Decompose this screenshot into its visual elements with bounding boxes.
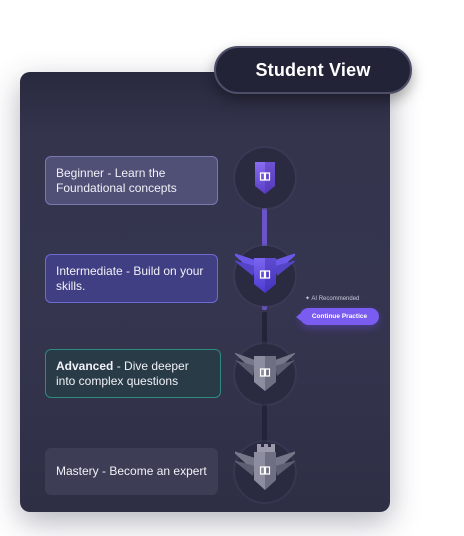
level-card-mastery[interactable]: Mastery - Become an expert <box>45 448 218 495</box>
level-card-beginner[interactable]: Beginner - Learn the Foundational concep… <box>45 156 218 205</box>
badge-label: Student View <box>255 59 371 80</box>
level-text: Beginner - Learn the Foundational concep… <box>56 166 207 196</box>
progress-track-locked <box>262 402 267 446</box>
mastery-crowned-shield-icon <box>235 444 295 490</box>
level-text: Mastery - Become an expert <box>56 464 207 479</box>
level-card-intermediate[interactable]: Intermediate - Build on your skills. <box>45 254 218 303</box>
level-node-beginner[interactable] <box>235 148 295 208</box>
student-view-badge: Student View <box>214 46 412 94</box>
continue-practice-label: Continue Practice <box>311 313 368 320</box>
level-description: - Build on your skills. <box>56 263 204 293</box>
continue-practice-button[interactable]: Continue Practice <box>296 308 379 325</box>
level-text: Advanced - Dive deeper into complex ques… <box>56 359 210 389</box>
level-card-advanced[interactable]: Advanced - Dive deeper into complex ques… <box>45 349 221 398</box>
level-node-intermediate[interactable] <box>235 246 295 306</box>
book-icon <box>259 466 271 475</box>
book-icon <box>259 172 271 181</box>
ai-recommended-text: AI Recommended <box>311 296 360 302</box>
advanced-winged-shield-icon <box>235 352 295 391</box>
level-title: Mastery <box>56 464 99 478</box>
level-description: - Dive deeper into complex questions <box>56 358 189 388</box>
level-title: Intermediate <box>56 263 123 278</box>
beginner-shield-icon <box>255 162 275 194</box>
sparkle-icon: ✦ <box>305 296 311 302</box>
level-title: Advanced <box>56 358 114 373</box>
level-description: - Learn the Foundational concepts <box>56 165 177 195</box>
level-node-advanced[interactable] <box>235 344 295 404</box>
level-text: Intermediate - Build on your skills. <box>56 264 207 294</box>
level-node-mastery[interactable] <box>235 442 295 502</box>
level-description: - Become an expert <box>98 464 207 478</box>
ai-recommended-label: ✦ AI Recommended <box>305 295 359 302</box>
intermediate-winged-shield-icon <box>235 253 295 293</box>
progress-track-locked <box>262 312 267 352</box>
level-title: Beginner <box>56 165 105 180</box>
book-icon <box>259 368 271 377</box>
book-icon <box>259 270 271 279</box>
